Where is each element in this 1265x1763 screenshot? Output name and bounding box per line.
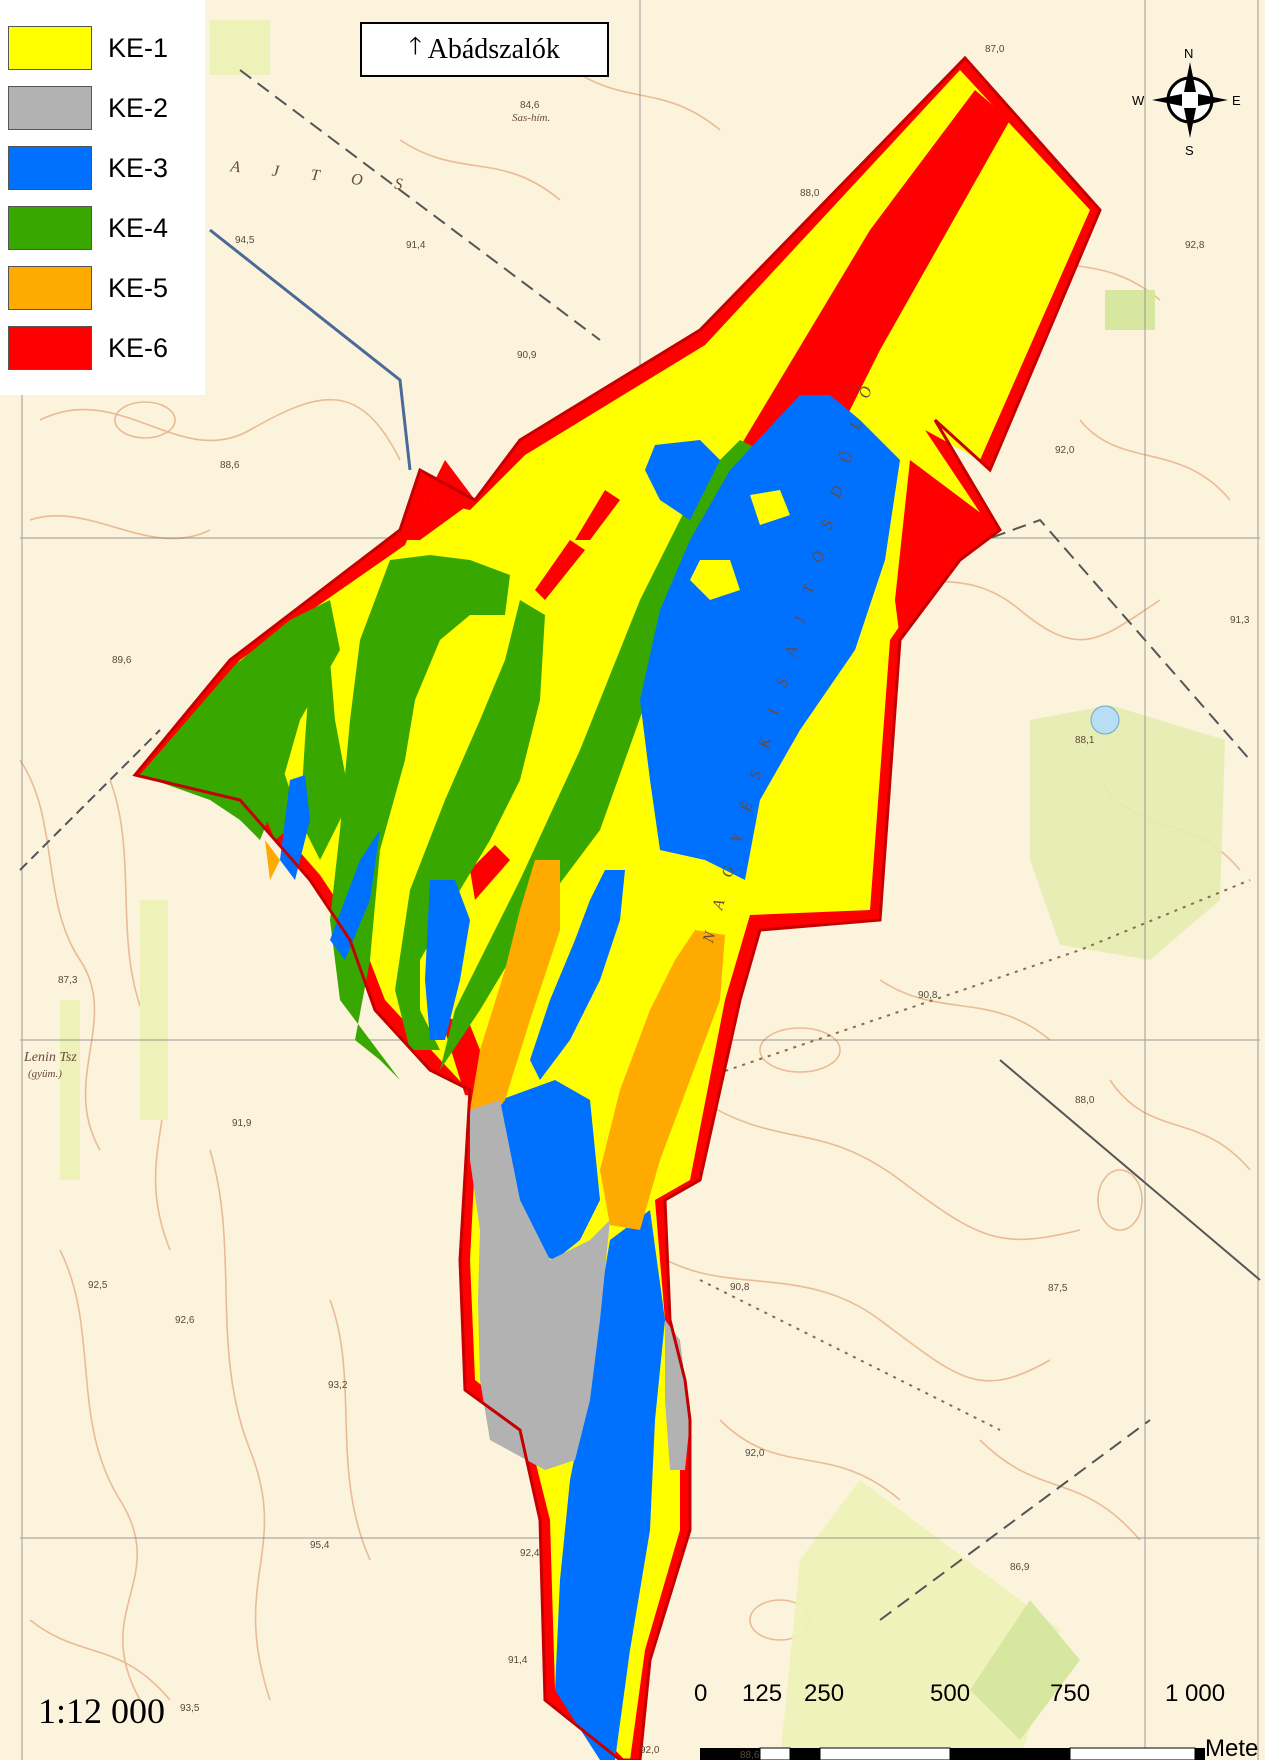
- elevation-label: 92,4: [520, 1548, 540, 1559]
- elevation-label: 87,0: [985, 44, 1005, 55]
- vegetation-areas: [60, 20, 1225, 1760]
- scale-unit: Mete: [1205, 1735, 1259, 1762]
- map-label-lenin-sub: (gyüm.): [28, 1068, 62, 1080]
- scale-tick-1000: 1 000: [1165, 1680, 1226, 1707]
- legend-item-ke-4: KE-4: [8, 204, 168, 252]
- legend-label: KE-6: [108, 332, 169, 363]
- zone-ke-3: [280, 395, 900, 1760]
- elevation-label: 93,5: [180, 1703, 200, 1714]
- destination-label: Abádszalók: [427, 33, 560, 65]
- roads: [19, 69, 1261, 1621]
- legend-item-ke-6: KE-6: [8, 324, 168, 372]
- legend-swatch: [8, 146, 92, 190]
- elevation-label: 88,1: [1075, 735, 1095, 746]
- scale-tick-500: 500: [930, 1680, 971, 1707]
- elevation-label: 92,0: [640, 1745, 660, 1756]
- legend-swatch: [8, 326, 92, 370]
- legend-item-ke-1: KE-1: [8, 24, 168, 72]
- legend-label: KE-5: [108, 272, 169, 303]
- elevation-label: 93,2: [328, 1380, 348, 1391]
- elevation-label: 87,3: [58, 975, 78, 986]
- legend-swatch: [8, 266, 92, 310]
- scale-tick-0: 0: [694, 1680, 708, 1707]
- scale-ratio: 1:12 000: [38, 1691, 166, 1731]
- zone-ke-1-inclusions: [690, 490, 790, 600]
- legend-item-ke-3: KE-3: [8, 144, 168, 192]
- elevation-label: 92,6: [175, 1315, 195, 1326]
- elevation-label: 88,6: [220, 460, 240, 471]
- elevation-label: 88,0: [800, 188, 820, 199]
- legend-item-ke-2: KE-2: [8, 84, 168, 132]
- north-arrow-icon: N S E W: [1132, 46, 1241, 158]
- elevation-label: 92,5: [88, 1280, 108, 1291]
- elevation-label: 91,4: [508, 1655, 528, 1666]
- zone-ke-5: [265, 840, 725, 1230]
- elevation-label: 88,6: [740, 1750, 760, 1761]
- elevation-label: 92,8: [1185, 240, 1205, 251]
- legend-label: KE-1: [108, 32, 169, 63]
- elevation-label: 84,6: [520, 100, 540, 111]
- scale-bar: [700, 1747, 1205, 1760]
- elevation-label: 95,4: [310, 1540, 330, 1551]
- elevation-label: 86,9: [1010, 1562, 1030, 1573]
- map-label-sas: Sas-hím.: [512, 112, 551, 124]
- elevation-label: 90,8: [730, 1282, 750, 1293]
- arrow-up-icon: 🡑: [409, 32, 422, 60]
- destination-label-box: 🡑 Abádszalók: [360, 22, 609, 77]
- elevation-label: 87,5: [1048, 1283, 1068, 1294]
- legend-item-ke-5: KE-5: [8, 264, 168, 312]
- elevation-label: 90,9: [517, 350, 537, 361]
- map-label-lenin: Lenin Tsz: [24, 1050, 77, 1065]
- elevation-label: 88,0: [1075, 1095, 1095, 1106]
- legend-label: KE-3: [108, 152, 169, 183]
- zone-ke-2: [470, 1100, 690, 1470]
- scale-tick-750: 750: [1050, 1680, 1091, 1707]
- legend-swatch: [8, 206, 92, 250]
- elevation-label: 91,4: [406, 240, 426, 251]
- elevation-label: 91,9: [232, 1118, 252, 1129]
- legend-label: KE-2: [108, 92, 169, 123]
- legend-swatch: [8, 26, 92, 70]
- north-arrow-s: S: [1185, 143, 1194, 158]
- elevation-label: 91,3: [1230, 615, 1250, 626]
- legend-label: KE-4: [108, 212, 169, 243]
- elevation-label: 90,8: [918, 990, 938, 1001]
- north-arrow-n: N: [1184, 46, 1193, 61]
- elevation-label: 92,0: [745, 1448, 765, 1459]
- elevation-label: 89,6: [112, 655, 132, 666]
- legend-swatch: [8, 86, 92, 130]
- scale-tick-125: 125: [742, 1680, 783, 1707]
- scale-tick-250: 250: [804, 1680, 845, 1707]
- north-arrow-e: E: [1232, 93, 1241, 108]
- north-arrow-w: W: [1132, 93, 1145, 108]
- legend: KE-1 KE-2 KE-3 KE-4 KE-5 KE-6: [0, 0, 205, 395]
- elevation-label: 94,5: [235, 235, 255, 246]
- elevation-label: 92,0: [1055, 445, 1075, 456]
- study-area-outline: [132, 55, 1102, 1760]
